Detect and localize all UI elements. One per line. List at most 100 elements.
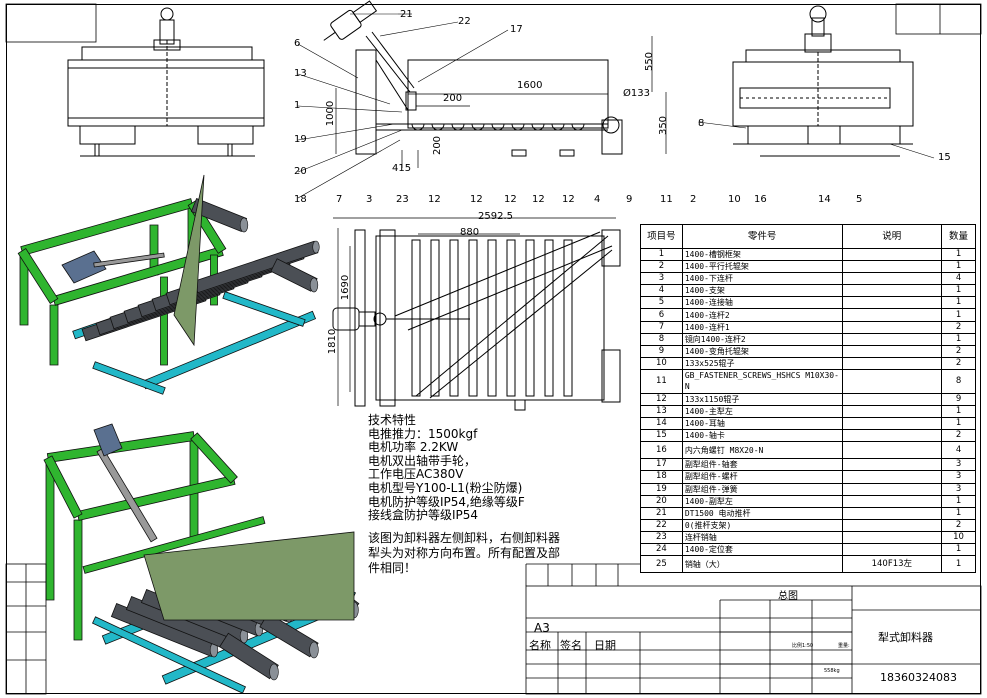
- dim-top-height-right-bottom: 350: [658, 115, 670, 136]
- cell-name: 副犁组件-轴套: [681, 458, 843, 472]
- cell-desc: [841, 405, 943, 419]
- dim-top-length: 1600: [517, 80, 543, 91]
- balloon-label: 6: [294, 38, 301, 49]
- frame-post: [45, 459, 55, 601]
- cell-name: 1400-主犁左: [681, 405, 843, 419]
- dim-plan-total: 2592.5: [478, 211, 513, 222]
- frame-beam: [20, 198, 194, 256]
- isometric-view-upper: [17, 174, 320, 395]
- cell-qty: 2: [941, 320, 976, 334]
- frame-beam: [43, 455, 83, 519]
- dim-top-offset: 415: [392, 163, 412, 174]
- side-roller: [411, 123, 425, 131]
- cell-desc: [841, 482, 943, 496]
- dim-top-height-right: 550: [644, 51, 656, 72]
- balloon-label: 21: [400, 9, 413, 20]
- base-rail: [141, 310, 317, 390]
- side-roller: [431, 123, 445, 131]
- motor-body: [93, 423, 123, 457]
- cell-name: GB_FASTENER_SCREWS_HSHCS M10X30-N: [681, 368, 843, 394]
- front-view: [67, 7, 265, 157]
- plan-roller: [563, 239, 573, 397]
- plan-roller: [449, 239, 459, 397]
- cell-qty: 1: [941, 555, 976, 574]
- base-rail: [222, 291, 306, 327]
- cell-qty: 1: [941, 247, 976, 262]
- push-rod: [96, 447, 158, 543]
- cell-qty: 4: [941, 441, 976, 460]
- wing-roller: [219, 632, 279, 680]
- header-quantity: 数量: [941, 224, 976, 249]
- side-roller: [451, 123, 465, 131]
- cell-no: 10: [640, 356, 683, 370]
- base-rail: [92, 361, 166, 395]
- cell-desc: [841, 247, 943, 262]
- cell-name: DT1500 电动推杆: [681, 506, 843, 520]
- cell-no: 19: [640, 482, 683, 496]
- balloon-label: 8: [698, 118, 705, 129]
- cell-no: 17: [640, 458, 683, 472]
- cell-no: 24: [640, 542, 683, 557]
- cell-name: 1400-定位套: [681, 542, 843, 557]
- plan-roller: [525, 239, 535, 397]
- side-roller: [551, 123, 565, 131]
- balloon-label: 12: [470, 194, 483, 205]
- balloon-label: 7: [336, 194, 343, 205]
- cell-desc: [841, 356, 943, 370]
- isometric-view-lower: [43, 423, 360, 694]
- cell-no: 13: [640, 405, 683, 419]
- cell-name: 副犁组件-弹簧: [681, 482, 843, 496]
- cell-name: 133x1150辊子: [681, 392, 843, 407]
- cell-no: 21: [640, 506, 683, 520]
- frame-beam: [190, 432, 238, 484]
- balloon-label: 4: [594, 194, 601, 205]
- cell-no: 14: [640, 417, 683, 431]
- balloon-label: 12: [562, 194, 575, 205]
- side-roller: [571, 123, 585, 131]
- tech-line: 电机双出轴带手轮，: [368, 453, 477, 468]
- cell-qty: 2: [941, 356, 976, 370]
- cell-name: 1400-变角托辊架: [681, 344, 843, 358]
- sheet-size: A3: [534, 621, 550, 635]
- cell-desc: [841, 392, 943, 407]
- cell-name: 1400-支架: [681, 284, 843, 298]
- cell-qty: 1: [941, 284, 976, 298]
- cell-qty: 1: [941, 260, 976, 274]
- plan-roller: [468, 239, 478, 397]
- balloon-label: 14: [818, 194, 831, 205]
- cell-desc: [841, 332, 943, 346]
- cell-no: 8: [640, 332, 683, 346]
- cell-name: 133x525辊子: [681, 356, 843, 370]
- field-signature: 签名: [560, 639, 582, 652]
- cell-desc: [841, 320, 943, 334]
- cell-qty: 1: [941, 296, 976, 310]
- balloon-label: 12: [504, 194, 517, 205]
- frame-beam: [76, 475, 236, 521]
- cell-no: 3: [640, 272, 683, 286]
- cell-desc: [841, 429, 943, 443]
- side-view: [323, 0, 623, 157]
- cell-desc: [841, 308, 943, 322]
- cell-qty: 10: [941, 530, 976, 544]
- cell-name: 1400-连杆2: [681, 308, 843, 322]
- sheet-border: [6, 4, 981, 694]
- cell-no: 16: [640, 441, 683, 460]
- balloon-label: 5: [856, 194, 863, 205]
- field-date: 日期: [594, 639, 616, 652]
- dim-roller-diameter: Ø133: [623, 88, 650, 99]
- cell-name: 连杆销轴: [681, 530, 843, 544]
- cell-desc: [841, 494, 943, 508]
- cell-desc: [841, 260, 943, 274]
- cell-no: 6: [640, 308, 683, 322]
- header-item-no: 项目号: [640, 224, 683, 249]
- cell-qty: 1: [941, 494, 976, 508]
- side-roller: [471, 123, 485, 131]
